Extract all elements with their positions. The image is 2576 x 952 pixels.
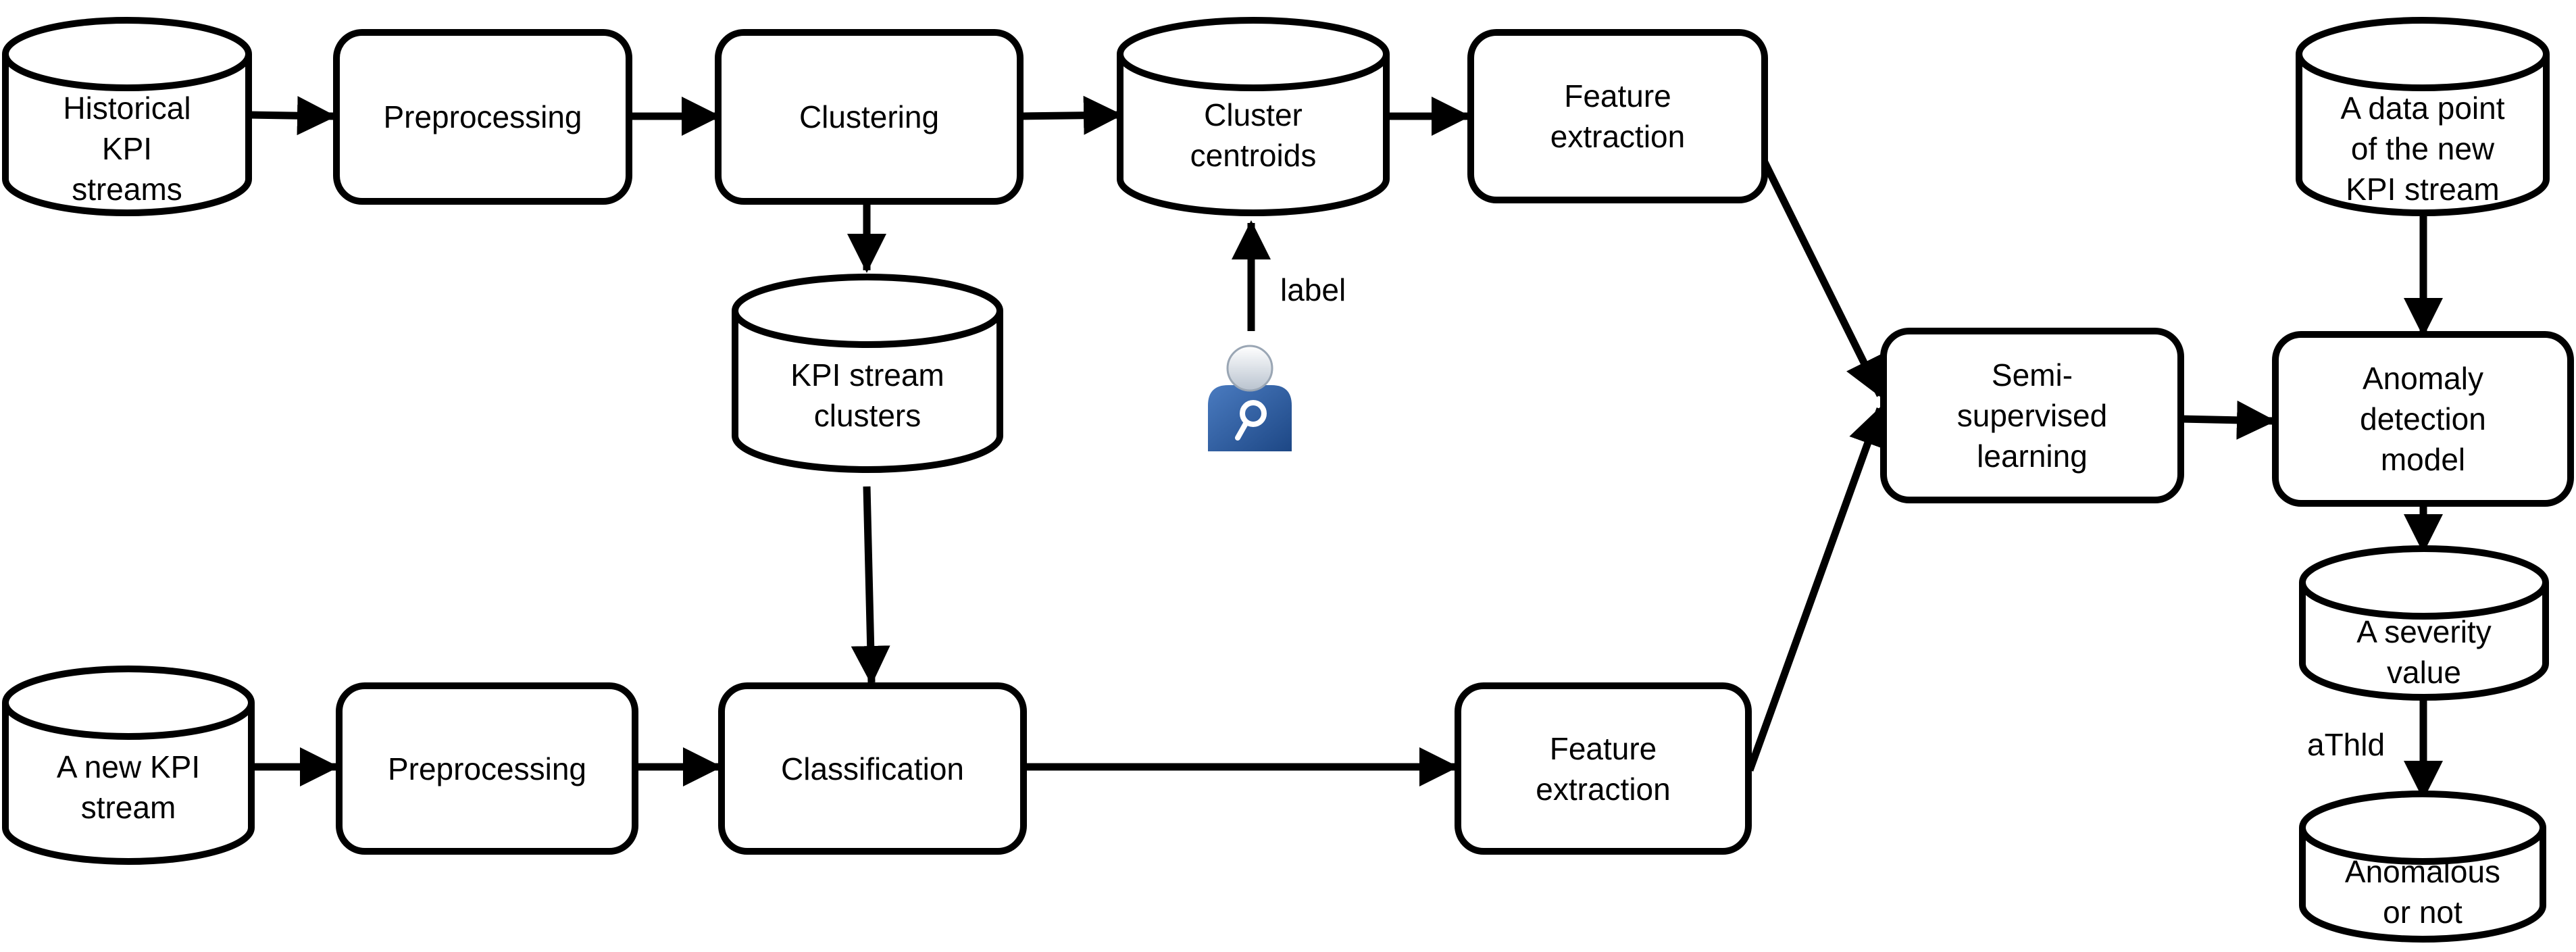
label-cluster-centroids: Cluster centroids: [1190, 97, 1317, 173]
cyl-cluster-centroids: [1117, 17, 1390, 216]
cyl-severity: [2299, 545, 2549, 701]
box-preprocessing-top: [333, 29, 632, 205]
edge-feature-top-to-semi: [1761, 160, 1884, 398]
label-data-point-new-kpi: A data point of the new KPI stream: [2340, 91, 2505, 207]
box-clustering: [715, 29, 1024, 205]
label-feature-extraction-bottom: Feature extraction: [1536, 730, 1671, 807]
person-magnifier-icon: [1208, 345, 1292, 451]
edge-label-label: label: [1280, 272, 1346, 307]
label-severity-value: A severity value: [2356, 614, 2492, 690]
box-semi-supervised: [1880, 328, 2184, 503]
edge-feature-bottom-to-semi: [1746, 406, 1886, 772]
label-historical-kpi-streams: Historical KPI streams: [63, 91, 191, 207]
cyl-anomalous: [2299, 791, 2546, 943]
cyl-kpi-clusters: [732, 274, 1003, 473]
box-anomaly-model: [2272, 331, 2574, 507]
label-anomalous-or-not: Anomalous or not: [2344, 854, 2501, 930]
label-new-kpi-stream: A new KPI stream: [56, 749, 201, 825]
box-feature-top: [1467, 29, 1768, 203]
cyl-data-point: [2296, 17, 2550, 216]
edge-semi-to-anomaly-model: [2180, 400, 2276, 440]
label-feature-extraction-top: Feature extraction: [1550, 78, 1686, 154]
edge-clusters-to-classification: [851, 486, 890, 685]
box-feature-bottom: [1455, 682, 1752, 855]
label-kpi-stream-clusters: KPI stream clusters: [790, 357, 944, 433]
cyl-historical: [1, 17, 252, 216]
edge-label-athld: aThld: [2307, 727, 2385, 762]
box-preprocessing-bottom: [336, 682, 638, 855]
label-preprocessing-bottom: Preprocessing: [387, 751, 587, 786]
label-clustering: Clustering: [799, 99, 940, 134]
label-semi-supervised-learning: Semi- supervised learning: [1956, 357, 2108, 474]
box-classification: [718, 682, 1027, 855]
cyl-new-kpi: [2, 666, 255, 865]
label-anomaly-detection-model: Anomaly detection model: [2360, 361, 2486, 477]
edge-clustering-to-centroids: [1019, 95, 1123, 135]
edges: [248, 95, 2443, 800]
label-preprocessing-top: Preprocessing: [383, 99, 582, 134]
edge-historical-to-preprocessing: [248, 96, 336, 136]
label-classification: Classification: [781, 751, 964, 786]
